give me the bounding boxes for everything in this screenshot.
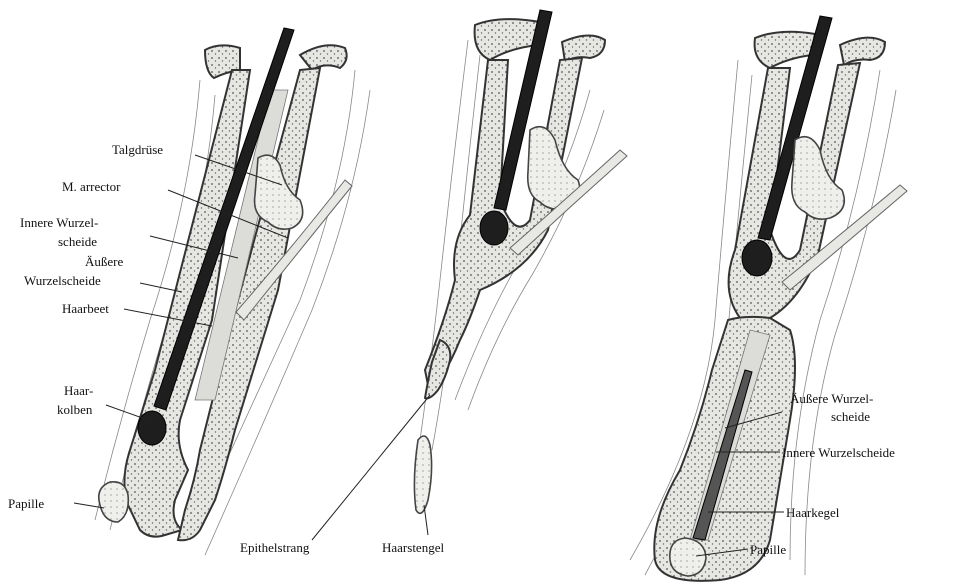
- label-aeussere-wurzelscheide-left-1: Äußere: [85, 254, 123, 269]
- label-innere-wurzelscheide-right: Innere Wurzelscheide: [782, 445, 895, 460]
- label-talgdruese: Talgdrüse: [112, 142, 163, 157]
- panel-middle-follicle: [414, 10, 627, 513]
- label-aeussere-wurzelscheide-right-1: Äußere Wurzel-: [790, 391, 873, 406]
- papilla-right: [670, 538, 706, 576]
- label-aeussere-wurzelscheide-right-2: scheide: [831, 409, 870, 424]
- label-haarkolben-2: kolben: [57, 402, 93, 417]
- label-m-arrector: M. arrector: [62, 179, 121, 194]
- label-haarstengel: Haarstengel: [382, 540, 444, 555]
- leader-haarstengel: [424, 505, 428, 535]
- panel-left-follicle: [95, 28, 370, 555]
- label-papille-left: Papille: [8, 496, 44, 511]
- label-aeussere-wurzelscheide-left-2: Wurzelscheide: [24, 273, 101, 288]
- papilla-left: [99, 482, 129, 522]
- label-papille-right: Papille: [750, 542, 786, 557]
- epidermis-right-left: [300, 45, 347, 70]
- label-innere-wurzelscheide-left-1: Innere Wurzel-: [20, 215, 98, 230]
- hair-stalk-remnant: [414, 436, 431, 513]
- hair-club-middle: [480, 211, 508, 245]
- epidermis-right: [755, 32, 815, 68]
- hair-club-right: [742, 240, 772, 276]
- label-haarkegel: Haarkegel: [786, 505, 840, 520]
- label-haarkolben-1: Haar-: [64, 383, 93, 398]
- epidermis-right-right: [840, 38, 885, 65]
- epidermis-right-middle: [562, 35, 605, 62]
- label-epithelstrang: Epithelstrang: [240, 540, 310, 555]
- hair-bulb-left: [138, 411, 166, 445]
- label-haarbeet: Haarbeet: [62, 301, 109, 316]
- leader-epithelstrang: [312, 395, 430, 540]
- panel-right-follicle: [630, 16, 907, 581]
- label-innere-wurzelscheide-left-2: scheide: [58, 234, 97, 249]
